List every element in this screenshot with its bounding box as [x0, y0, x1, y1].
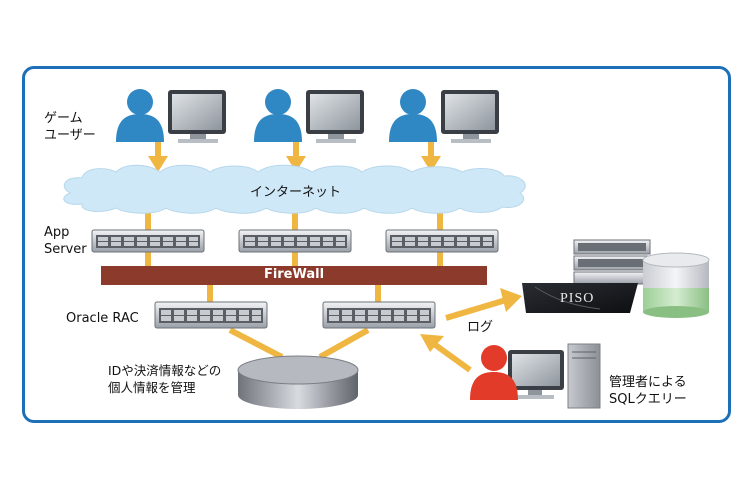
server-rack-icon — [238, 229, 352, 253]
app-server-label: App Server — [44, 224, 87, 258]
game-users-label-line2: ユーザー — [44, 128, 96, 143]
firewall-icon — [101, 266, 487, 285]
game-users-label-line1: ゲーム — [44, 111, 83, 126]
admin-pc-icon — [470, 343, 601, 409]
firewall-label: FireWall — [263, 267, 325, 282]
server-rack-icon — [322, 301, 436, 329]
admin-label-line1: 管理者による — [609, 375, 687, 390]
user-pc-icon — [254, 89, 364, 143]
server-rack-icon — [154, 301, 268, 329]
game-users-label: ゲーム ユーザー — [44, 110, 96, 144]
cloud-icon — [63, 164, 526, 214]
user-pc-icon — [389, 89, 499, 143]
app-server-label-line2: Server — [44, 242, 87, 257]
admin-label-line2: SQLクエリー — [609, 392, 687, 407]
server-rack-icon — [91, 229, 205, 253]
oracle-rac-label: Oracle RAC — [66, 311, 139, 326]
db-description-line1: IDや決済情報などの — [108, 363, 222, 378]
db-description-line2: 個人情報を管理 — [108, 380, 196, 395]
piso-appliance-icon — [522, 239, 710, 318]
log-label: ログ — [467, 320, 494, 335]
internet-label: インターネット — [250, 185, 342, 200]
user-pc-icon — [116, 89, 226, 143]
admin-query-arrow — [420, 334, 472, 373]
firewall-label-wrap: FireWall — [101, 267, 487, 284]
log-arrow — [445, 288, 522, 321]
app-server-label-line1: App — [44, 225, 70, 240]
db-description-label: IDや決済情報などの 個人情報を管理 — [108, 362, 221, 396]
arrows-users-to-internet — [148, 140, 441, 172]
piso-logo: PISO — [560, 291, 595, 306]
database-icon — [237, 355, 359, 409]
admin-label: 管理者による SQLクエリー — [609, 374, 687, 408]
server-rack-icon — [385, 229, 499, 253]
